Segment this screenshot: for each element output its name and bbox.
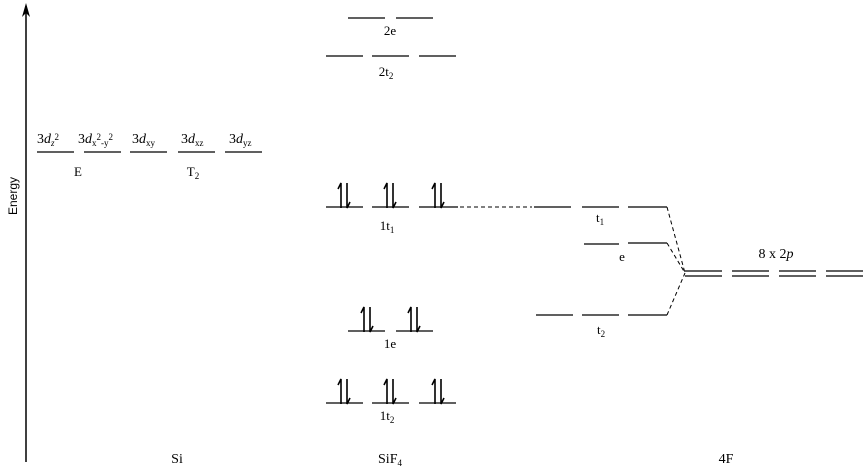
sif4-label-2t2: 2t2 bbox=[379, 64, 394, 81]
sif4-label-1t2: 1t2 bbox=[380, 408, 395, 425]
electron-pair-icon bbox=[383, 378, 397, 405]
f2p-label: 8 x 2p bbox=[759, 247, 794, 262]
connector-t2-2p bbox=[666, 272, 686, 316]
si-label-3dxz: 3dxz bbox=[181, 132, 204, 148]
column-label-4f: 4F bbox=[719, 452, 734, 467]
electron-pair-icon bbox=[431, 378, 445, 405]
si-orbitals: 3dz2 3dx2-y2 3dxy 3dxz 3dyz E T2 bbox=[37, 132, 262, 181]
f-label-e: e bbox=[619, 249, 625, 264]
sif4-label-2e: 2e bbox=[384, 23, 397, 38]
electron-pair-icon bbox=[431, 182, 445, 209]
electron-pair-icon bbox=[407, 306, 421, 333]
electron-pair-icon bbox=[360, 306, 374, 333]
electron-pair-icon bbox=[383, 182, 397, 209]
si-sym-t2: T2 bbox=[187, 164, 199, 181]
energy-axis-arrow-icon bbox=[22, 3, 30, 17]
si-label-3dx2y2: 3dx2-y2 bbox=[78, 132, 113, 148]
f-label-t1: t1 bbox=[596, 210, 604, 227]
f-group-orbitals: t1 e t2 bbox=[534, 206, 667, 339]
si-label-3dz2: 3dz2 bbox=[37, 132, 59, 148]
sif4-orbitals: 2e 2t2 1t1 1e bbox=[326, 17, 458, 425]
column-label-sif4: SiF4 bbox=[378, 452, 402, 468]
sif4-label-1e: 1e bbox=[384, 336, 397, 351]
electron-pair-icon bbox=[337, 378, 351, 405]
connector-t1-2p bbox=[666, 206, 686, 274]
electron-pair-icon bbox=[337, 182, 351, 209]
sif4-label-1t1: 1t1 bbox=[380, 218, 395, 235]
connector-e-2p bbox=[666, 242, 686, 274]
f-label-t2: t2 bbox=[597, 322, 605, 339]
f-2p-levels: 8 x 2p bbox=[685, 247, 863, 277]
column-label-si: Si bbox=[171, 452, 183, 467]
si-label-3dxy: 3dxy bbox=[132, 132, 156, 148]
si-label-3dyz: 3dyz bbox=[229, 132, 252, 148]
energy-axis-label: Energy bbox=[6, 177, 20, 215]
si-sym-e: E bbox=[74, 164, 82, 179]
